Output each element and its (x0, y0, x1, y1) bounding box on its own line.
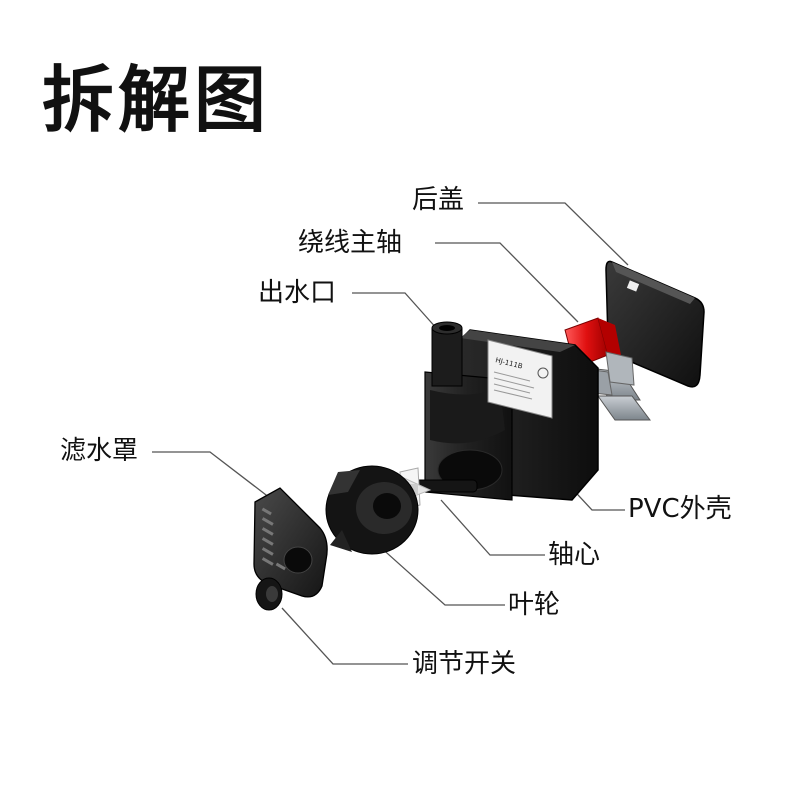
leader-filter-cover (152, 451, 271, 499)
label-winding-shaft: 绕线主轴 (298, 228, 403, 258)
leader-adjust-switch (281, 607, 408, 665)
label-back-cover: 后盖 (412, 185, 465, 215)
leader-shaft-core (440, 499, 545, 556)
leader-water-outlet (352, 292, 439, 331)
label-pvc-shell: PVC外壳 (628, 494, 732, 524)
leader-back-cover (478, 202, 629, 266)
leader-impeller (377, 544, 505, 606)
filter-cover-part (253, 487, 328, 598)
label-water-outlet: 出水口 (258, 278, 337, 308)
impeller-part (325, 465, 419, 555)
label-shaft-core: 轴心 (548, 540, 601, 570)
page-title: 拆解图 (42, 58, 271, 142)
pump-body-part: HJ-111B (424, 321, 599, 501)
label-impeller: 叶轮 (508, 590, 561, 620)
leader-winding-shaft (435, 242, 579, 323)
back-cover-part (605, 260, 705, 388)
label-adjust-switch: 调节开关 (412, 649, 517, 679)
label-filter-cover: 滤水罩 (60, 436, 139, 466)
adjust-switch-part (255, 577, 283, 611)
leader-lines (152, 202, 629, 665)
